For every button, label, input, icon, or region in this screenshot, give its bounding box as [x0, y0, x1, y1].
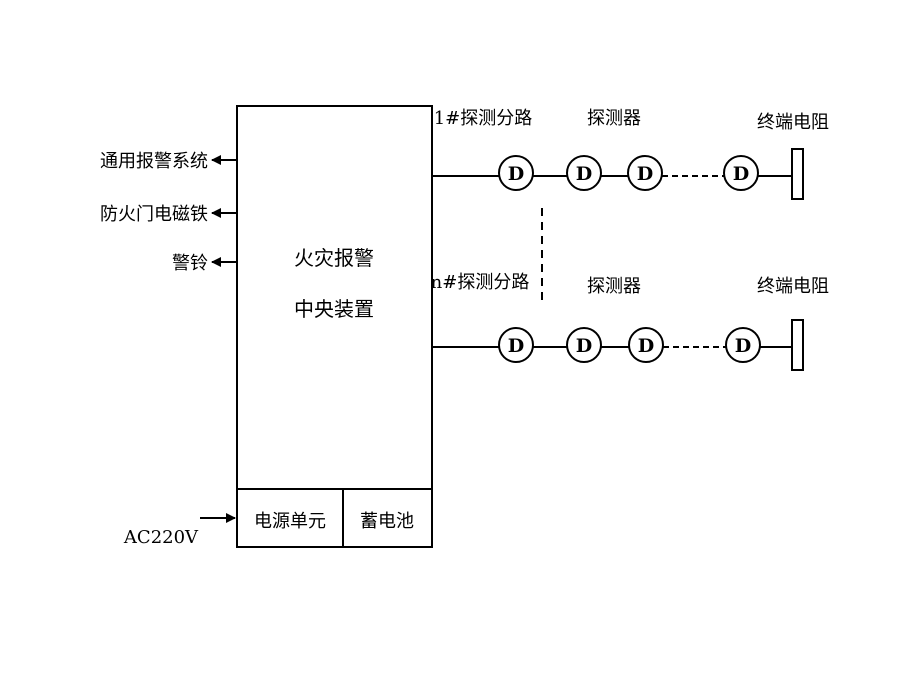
output-label-alarm-bell: 警铃: [172, 253, 208, 274]
detector-symbol: D: [735, 335, 751, 357]
central-unit-title-line2: 中央装置: [294, 297, 374, 321]
terminal-resistor-icon: [791, 148, 804, 200]
detector-symbol: D: [508, 335, 524, 357]
branch-n-label: n#探测分路: [431, 272, 530, 293]
detection-branch-n: n#探测分路 探测器 终端电阻 D D D D: [431, 272, 829, 371]
detector-icon: D: [628, 327, 664, 363]
detector-symbol: D: [576, 163, 592, 185]
central-unit-title-line1: 火灾报警: [294, 246, 374, 270]
branch-1-terminal-label: 终端电阻: [757, 112, 829, 133]
power-unit-label: 电源单元: [254, 511, 326, 532]
detection-branch-1: 1#探测分路 探测器 终端电阻 D D D D: [432, 108, 829, 200]
detector-icon: D: [725, 327, 761, 363]
detector-symbol: D: [638, 335, 654, 357]
detector-symbol: D: [576, 335, 592, 357]
power-input-label: AC220V: [123, 527, 199, 548]
detector-icon: D: [723, 155, 759, 191]
detector-symbol: D: [733, 163, 749, 185]
output-general-alarm: 通用报警系统: [100, 151, 237, 172]
terminal-resistor-icon: [791, 319, 804, 371]
detector-symbol: D: [508, 163, 524, 185]
detector-icon: D: [566, 155, 602, 191]
output-label-fire-door-magnet: 防火门电磁铁: [100, 204, 208, 225]
detector-symbol: D: [637, 163, 653, 185]
central-alarm-unit: 火灾报警 中央装置 电源单元 蓄电池: [236, 105, 433, 548]
power-input: AC220V: [123, 513, 236, 548]
detector-icon: D: [566, 327, 602, 363]
battery-label: 蓄电池: [360, 511, 414, 532]
detector-icon: D: [627, 155, 663, 191]
branch-1-label: 1#探测分路: [434, 108, 533, 129]
detector-icon: D: [498, 155, 534, 191]
detector-icon: D: [498, 327, 534, 363]
branch-n-terminal-label: 终端电阻: [757, 276, 829, 297]
branch-n-detector-group-label: 探测器: [587, 276, 641, 297]
output-alarm-bell: 警铃: [172, 253, 237, 274]
output-label-general-alarm: 通用报警系统: [100, 151, 208, 172]
branch-1-detector-group-label: 探测器: [587, 108, 641, 129]
output-fire-door-magnet: 防火门电磁铁: [100, 204, 237, 225]
